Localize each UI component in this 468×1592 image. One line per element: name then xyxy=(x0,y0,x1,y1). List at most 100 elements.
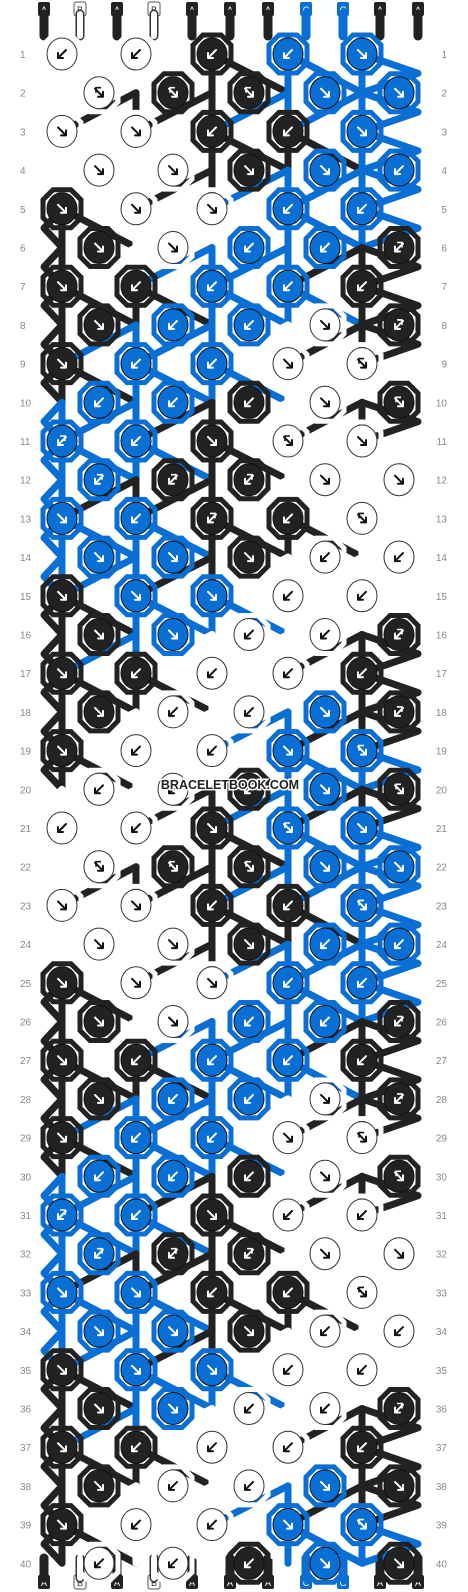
knot-frame xyxy=(266,32,310,76)
knot xyxy=(151,845,195,889)
knot xyxy=(151,1464,195,1508)
knot-back-arrow-icon xyxy=(60,1209,66,1215)
row-number: 2 xyxy=(20,89,26,100)
knot-frame xyxy=(190,496,234,540)
knot-frame xyxy=(377,690,421,734)
row-number: 17 xyxy=(436,669,448,680)
knot-frame xyxy=(151,458,195,502)
row-number: 1 xyxy=(20,50,26,61)
knot xyxy=(340,1038,384,1082)
knot xyxy=(190,1038,234,1082)
knot-arrow-icon xyxy=(244,1016,254,1027)
knot-frame xyxy=(151,613,195,656)
knot-frame xyxy=(377,1232,421,1276)
knot-arrow-icon xyxy=(207,1364,217,1375)
knot-arrow-icon xyxy=(131,126,141,137)
knot-frame xyxy=(340,961,384,1005)
knot-arrow-icon xyxy=(168,1093,178,1104)
knot xyxy=(77,1077,121,1121)
knot-arrow-icon xyxy=(244,1480,254,1491)
knot-arrow-icon xyxy=(57,513,67,524)
knot xyxy=(377,690,421,734)
knot-frame xyxy=(114,109,158,153)
knot-frame xyxy=(227,1541,271,1585)
knot-arrow-icon xyxy=(320,397,330,408)
knot-frame xyxy=(77,71,121,115)
knot-arrow-icon xyxy=(207,358,217,369)
knot-back-arrow-icon xyxy=(284,822,290,828)
knot-arrow-icon xyxy=(244,319,254,330)
knot xyxy=(190,883,234,927)
knot-arrow-icon xyxy=(94,319,104,330)
row-number: 34 xyxy=(20,1327,32,1338)
row-number: 3 xyxy=(20,127,26,138)
knot-arrow-icon xyxy=(394,1480,404,1491)
knot xyxy=(227,1541,271,1585)
knot xyxy=(190,1503,234,1547)
knot xyxy=(40,32,84,76)
knot xyxy=(190,1348,234,1392)
row-number: 12 xyxy=(436,476,448,487)
knot-frame xyxy=(303,767,347,811)
knot-frame xyxy=(77,1309,121,1353)
knot xyxy=(303,1541,347,1585)
row-number: 17 xyxy=(20,669,32,680)
row-number: 7 xyxy=(20,282,26,293)
knot-frame xyxy=(151,1309,195,1353)
knot xyxy=(266,1270,310,1314)
knot-arrow-icon xyxy=(244,1093,254,1104)
knot-frame xyxy=(114,1038,158,1082)
knot-frame xyxy=(190,883,234,927)
knot-arrow-icon xyxy=(168,706,178,717)
knot-arrow-icon xyxy=(320,552,330,563)
knot-arrow-icon xyxy=(244,1326,254,1337)
knot-frame xyxy=(303,303,347,347)
knot-frame xyxy=(303,845,347,889)
knot xyxy=(377,1000,421,1043)
knot xyxy=(227,767,271,811)
knot xyxy=(266,1503,310,1547)
knot xyxy=(227,922,271,966)
knot xyxy=(40,883,84,927)
knot xyxy=(190,419,234,463)
knot xyxy=(227,1000,271,1043)
knot-frame xyxy=(340,806,384,850)
strand-label: A xyxy=(114,1578,120,1588)
knot xyxy=(303,71,347,115)
knot xyxy=(340,1116,384,1160)
knot xyxy=(151,767,195,811)
knot xyxy=(40,496,84,540)
knot-arrow-icon xyxy=(207,1055,217,1066)
knot xyxy=(151,535,195,579)
knot-frame xyxy=(40,729,84,773)
knot xyxy=(114,187,158,231)
strand-label: B xyxy=(151,1578,157,1588)
knot xyxy=(227,303,271,347)
row-number: 22 xyxy=(436,863,448,874)
knot-arrow-icon xyxy=(244,397,254,408)
knot-frame xyxy=(266,651,310,695)
knot-arrow-icon xyxy=(94,706,104,717)
knot xyxy=(377,226,421,269)
knot-arrow-icon xyxy=(207,668,217,679)
row-number: 37 xyxy=(20,1443,32,1454)
row-number: 19 xyxy=(436,747,448,758)
knot xyxy=(77,845,121,889)
knot-frame xyxy=(303,148,347,192)
knot-back-arrow-icon xyxy=(169,860,175,867)
knot-back-arrow-icon xyxy=(397,1402,403,1409)
row-number: 35 xyxy=(20,1366,32,1377)
knot-arrow-icon xyxy=(207,281,217,292)
knot xyxy=(40,961,84,1005)
knot-arrow-icon xyxy=(207,977,217,988)
knot-back-arrow-icon xyxy=(284,435,290,441)
knot-arrow-icon xyxy=(168,397,178,408)
knot-arrow-icon xyxy=(57,1287,67,1298)
knot-frame xyxy=(340,32,384,76)
knot-frame xyxy=(377,1077,421,1121)
knot-frame xyxy=(114,1116,158,1160)
knot-frame xyxy=(227,535,271,579)
knot-frame xyxy=(266,729,310,773)
knot-arrow-icon xyxy=(57,1132,67,1143)
knot-frame xyxy=(40,1193,84,1237)
